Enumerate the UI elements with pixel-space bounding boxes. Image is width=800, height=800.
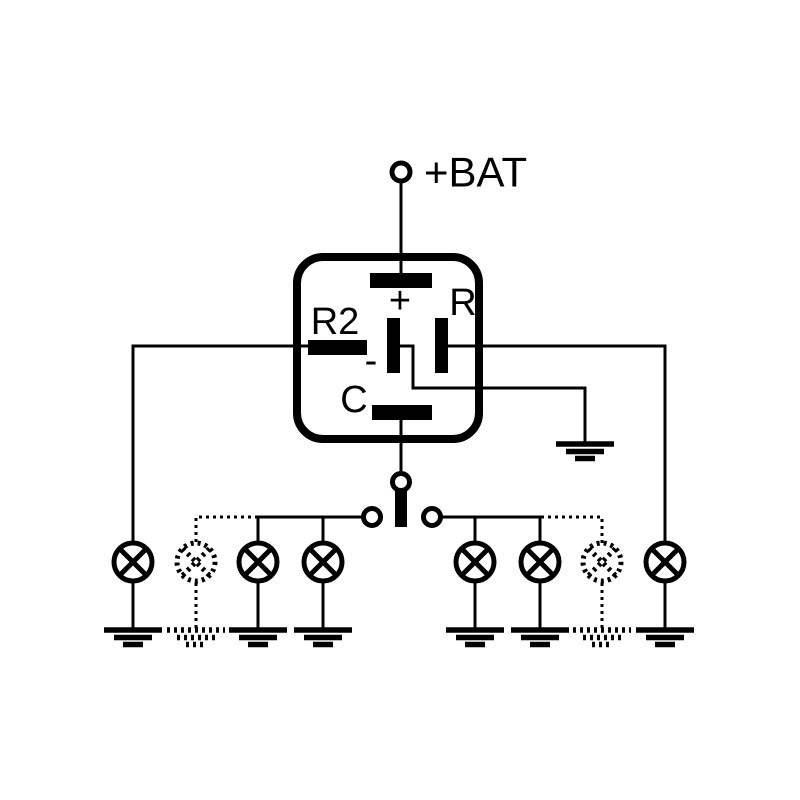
- lamp-icon: [643, 540, 687, 630]
- lamp-icon-dashed: [580, 540, 624, 630]
- plus-terminal-label: +: [389, 280, 411, 322]
- switch: [361, 471, 443, 528]
- lamp-icon: [453, 540, 497, 630]
- labels-layer: +BAT R2 + R - C: [311, 149, 527, 422]
- switch-pivot-icon: [390, 471, 412, 493]
- r-terminal-bar: [435, 318, 448, 373]
- r2-wire: [131, 344, 310, 562]
- ground-icon: [636, 627, 694, 648]
- r2-terminal-label: R2: [311, 301, 360, 343]
- ground-icon: [446, 627, 504, 648]
- lamp-icon-dashed: [174, 540, 218, 630]
- lamps-layer: [111, 540, 687, 630]
- ground-icon-dashed: [167, 627, 225, 648]
- minus-terminal-bar: [387, 318, 400, 373]
- battery-terminal-icon: [389, 160, 413, 184]
- ground-icon: [104, 627, 162, 648]
- lamp-icon: [111, 540, 155, 630]
- lamp-icon: [236, 540, 280, 630]
- lamp-icon: [301, 540, 345, 630]
- ground-icon: [229, 627, 287, 648]
- relay-outline: [293, 253, 483, 443]
- ground-icon: [556, 441, 614, 462]
- c-terminal-bar: [372, 405, 432, 420]
- switch-lever: [395, 490, 407, 527]
- ground-icon-dashed: [573, 627, 631, 648]
- minus-ground-wire: [398, 344, 587, 444]
- plus-terminal-bar: [370, 273, 432, 288]
- relay: [293, 253, 483, 443]
- minus-terminal-label: -: [365, 340, 378, 382]
- grounds-layer: [104, 441, 694, 648]
- lamp-icon: [518, 540, 562, 630]
- c-terminal-label: C: [340, 379, 367, 421]
- switch-right-contact-icon: [421, 506, 443, 528]
- r-wire: [446, 344, 667, 562]
- r-terminal-label: R: [449, 282, 476, 324]
- battery-terminal: [389, 160, 413, 184]
- ground-icon: [294, 627, 352, 648]
- battery-label: +BAT: [424, 149, 527, 196]
- switch-left-contact-icon: [361, 506, 383, 528]
- ground-icon: [511, 627, 569, 648]
- r2-terminal-bar: [308, 340, 367, 355]
